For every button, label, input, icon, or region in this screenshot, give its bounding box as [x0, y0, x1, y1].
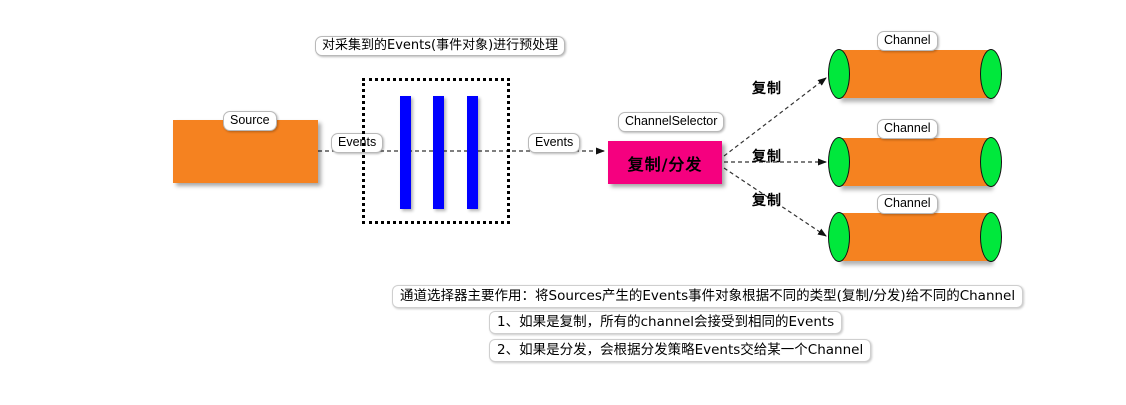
interceptor-bar-1 [400, 96, 411, 209]
channel-selector-label: ChannelSelector [618, 112, 725, 132]
channel-2[interactable] [828, 137, 1002, 187]
events-label-2: Events [528, 133, 581, 153]
channel-3-body [838, 213, 990, 261]
interceptor-bar-3 [467, 96, 478, 209]
channel-3-cap-left [828, 212, 850, 262]
channel-3-label: Channel [877, 194, 938, 214]
branch-label-3: 复制 [752, 193, 782, 209]
note-line-2: 1、如果是复制，所有的channel会接受到相同的Events [489, 311, 843, 334]
channel-1-cap-right [980, 49, 1002, 99]
channel-1-label: Channel [877, 31, 938, 51]
channel-selector-mode-text: 复制/分发 [627, 154, 703, 174]
channel-selector-box[interactable]: 复制/分发 [608, 141, 722, 184]
channel-2-body [838, 138, 990, 186]
source-label: Source [223, 111, 277, 131]
channel-1-cap-left [828, 49, 850, 99]
channel-2-cap-left [828, 137, 850, 187]
channel-1-body [838, 50, 990, 98]
note-line-1: 通道选择器主要作用：将Sources产生的Events事件对象根据不同的类型(复… [392, 285, 1024, 308]
note-line-3: 2、如果是分发，会根据分发策略Events交给某一个Channel [489, 339, 872, 362]
interceptor-bar-2 [433, 96, 444, 209]
channel-3-cap-right [980, 212, 1002, 262]
events-label-1: Events [331, 133, 384, 153]
channel-2-label: Channel [877, 119, 938, 139]
channel-2-cap-right [980, 137, 1002, 187]
branch-label-1: 复制 [752, 81, 782, 97]
interceptor-chain-box[interactable] [362, 78, 510, 224]
channel-1[interactable] [828, 49, 1002, 99]
channel-3[interactable] [828, 212, 1002, 262]
preprocess-note: 对采集到的Events(事件对象)进行预处理 [315, 36, 566, 56]
branch-label-2: 复制 [752, 149, 782, 165]
